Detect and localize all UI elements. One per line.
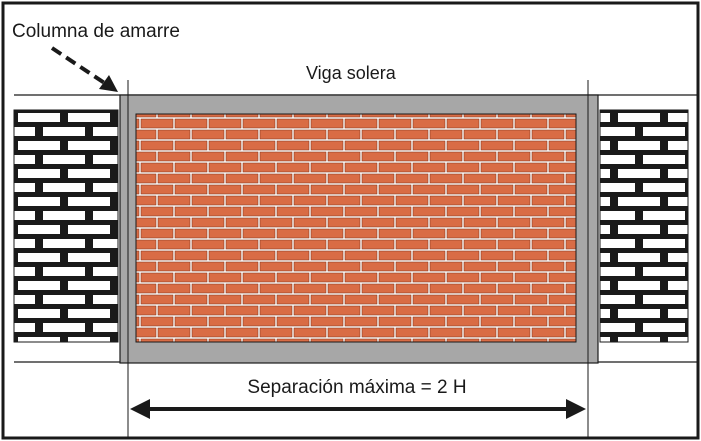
double-arrow-icon — [130, 399, 586, 419]
right-brick-wall — [599, 109, 689, 343]
beam-label: Viga solera — [306, 63, 397, 83]
separation-label: Separación máxima = 2 H — [247, 377, 466, 398]
column-label: Columna de amarre — [12, 21, 180, 42]
dashed-arrow-icon — [50, 46, 118, 92]
brick-infill-panel — [135, 113, 577, 343]
left-brick-wall — [13, 109, 119, 343]
